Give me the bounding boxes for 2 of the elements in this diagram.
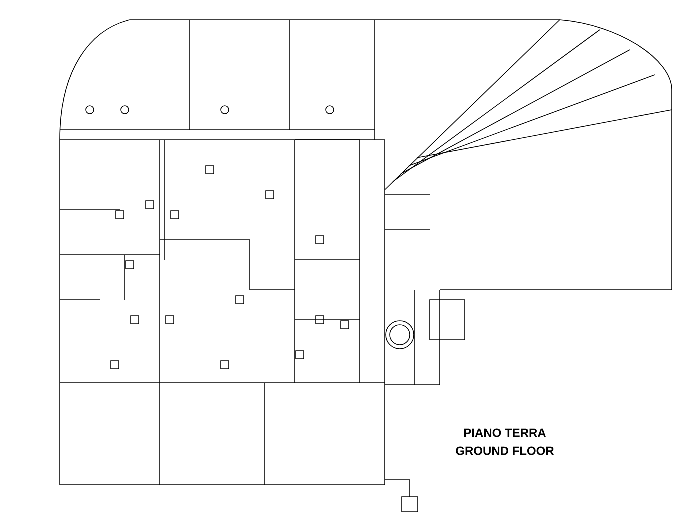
floor-title: GROUND FLOOR <box>456 446 554 456</box>
floor-title: PIANO TERRA <box>464 428 546 438</box>
